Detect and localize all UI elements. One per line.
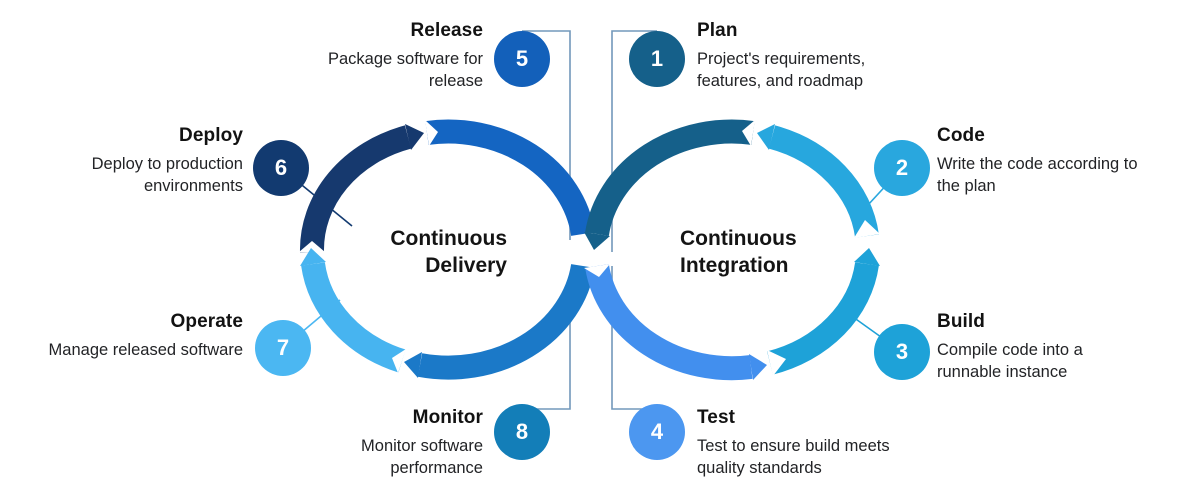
stage-desc-code: Write the code according to the plan	[937, 155, 1138, 195]
right-loop-label: Continuous Integration	[680, 226, 797, 280]
loop-arrowheads	[300, 124, 880, 380]
arrow-azure	[749, 354, 767, 380]
stage-title-deploy: Deploy	[179, 125, 243, 146]
connector-release	[522, 30, 571, 240]
arrow-cyan-bottom	[854, 248, 880, 266]
right-loop-label-line1: Continuous	[680, 227, 797, 250]
stage-circle-operate: 7	[255, 320, 311, 376]
notch-cyan-top-tail	[854, 220, 880, 238]
stage-circle-deploy: 6	[253, 140, 309, 196]
stage-desc-test: Test to ensure build meets quality stand…	[697, 437, 890, 477]
arrow-light-blue	[300, 248, 326, 266]
stage-title-build: Build	[937, 311, 985, 332]
left-loop-arc-navy	[299, 125, 412, 253]
stage-block-operate: Operate Manage released software	[0, 311, 243, 362]
right-loop-arc-cyan-bottom	[766, 261, 879, 375]
right-loop-arc-azure	[585, 263, 753, 381]
left-loop-label-line1: Continuous	[390, 227, 507, 250]
stage-block-release: Release Package software for release	[283, 20, 483, 93]
stage-desc-operate: Manage released software	[48, 341, 243, 359]
notch-teal-tail	[742, 120, 755, 146]
stage-desc-build: Compile code into a runnable instance	[937, 341, 1083, 381]
arrow-navy	[405, 124, 424, 150]
right-loop-arc-cyan-top	[768, 125, 879, 238]
notch-azure-tail	[584, 264, 610, 277]
notch-light-tail	[392, 349, 406, 373]
stage-title-test: Test	[697, 407, 736, 428]
left-loop-arc-light	[301, 262, 406, 373]
stage-circle-build: 3	[874, 324, 930, 380]
left-loop-arc-medium	[417, 263, 595, 380]
stage-desc-release: Package software for release	[328, 50, 483, 90]
stage-circle-release: 5	[494, 31, 550, 87]
stage-title-monitor: Monitor	[412, 407, 483, 428]
stage-block-plan: Plan Project's requirements, features, a…	[697, 20, 907, 93]
arrow-cyan-top	[757, 124, 775, 150]
stage-desc-monitor: Monitor software performance	[361, 437, 483, 477]
stage-block-build: Build Compile code into a runnable insta…	[937, 311, 1122, 384]
stage-desc-plan: Project's requirements, features, and ro…	[697, 50, 866, 90]
stage-circle-monitor: 8	[494, 404, 550, 460]
right-loop	[585, 119, 879, 381]
stage-title-plan: Plan	[697, 20, 738, 41]
stage-title-code: Code	[937, 125, 985, 146]
stage-title-release: Release	[410, 20, 483, 41]
stage-block-deploy: Deploy Deploy to production environments	[43, 125, 243, 198]
stage-circle-test: 4	[629, 404, 685, 460]
left-loop	[299, 119, 595, 380]
left-loop-label-line2: Delivery	[425, 253, 507, 277]
stage-circle-plan: 1	[629, 31, 685, 87]
stage-desc-deploy: Deploy to production environments	[91, 155, 243, 195]
stage-block-test: Test Test to ensure build meets quality …	[697, 407, 917, 480]
loop-tail-notches	[299, 120, 880, 376]
left-loop-arc-blue	[425, 119, 595, 237]
stage-block-code: Code Write the code according to the pla…	[937, 125, 1152, 198]
stage-title-operate: Operate	[170, 311, 243, 332]
arrow-teal	[584, 232, 610, 250]
stage-block-monitor: Monitor Monitor software performance	[313, 407, 483, 480]
right-loop-arc-teal	[585, 119, 755, 237]
arrow-medium-blue	[404, 352, 422, 378]
right-loop-label-line2: Integration	[680, 253, 789, 277]
left-loop-label: Continuous Delivery	[390, 226, 507, 280]
notch-navy-tail	[299, 241, 325, 252]
notch-blue-tail	[425, 120, 438, 146]
notch-cyan-bottom-tail	[767, 350, 786, 376]
stage-circle-code: 2	[874, 140, 930, 196]
